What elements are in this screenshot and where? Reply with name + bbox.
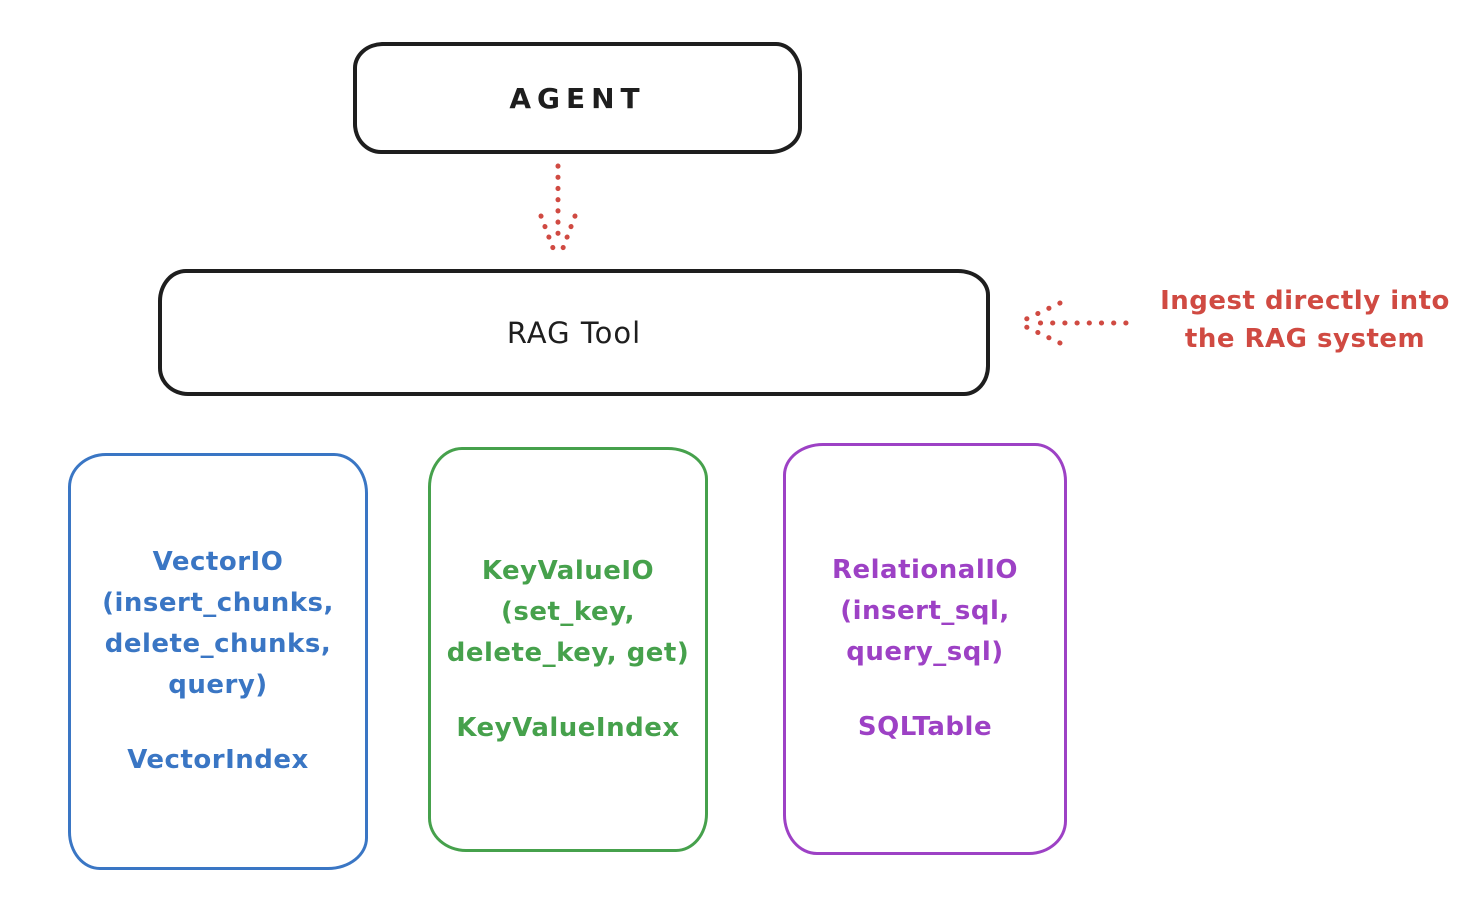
keyvalue-index-label: KeyValueIndex (456, 712, 680, 743)
relational-io-title: RelationalIO (insert_sql, query_sql) (831, 555, 1019, 667)
rag-tool-node: RAG Tool (158, 269, 990, 396)
keyvalue-io-box: KeyValueIO (set_key, delete_key, get) Ke… (428, 447, 708, 852)
ingest-annotation: Ingest directly into the RAG system (1160, 286, 1450, 354)
rag-tool-node-label: RAG Tool (506, 315, 642, 350)
dotted-arrow-down-icon (528, 160, 588, 264)
vector-io-title: VectorIO (insert_chunks, delete_chunks, … (102, 547, 334, 700)
agent-node: AGENT (353, 42, 802, 154)
agent-node-label: AGENT (509, 81, 646, 115)
sql-table-label: SQLTable (857, 712, 993, 742)
relational-io-box: RelationalIO (insert_sql, query_sql) SQL… (783, 443, 1067, 855)
vector-index-label: VectorIndex (127, 745, 309, 775)
keyvalue-io-title: KeyValueIO (set_key, delete_key, get) (446, 555, 690, 668)
dotted-arrow-left-icon (1012, 294, 1134, 352)
vector-io-box: VectorIO (insert_chunks, delete_chunks, … (68, 453, 368, 870)
